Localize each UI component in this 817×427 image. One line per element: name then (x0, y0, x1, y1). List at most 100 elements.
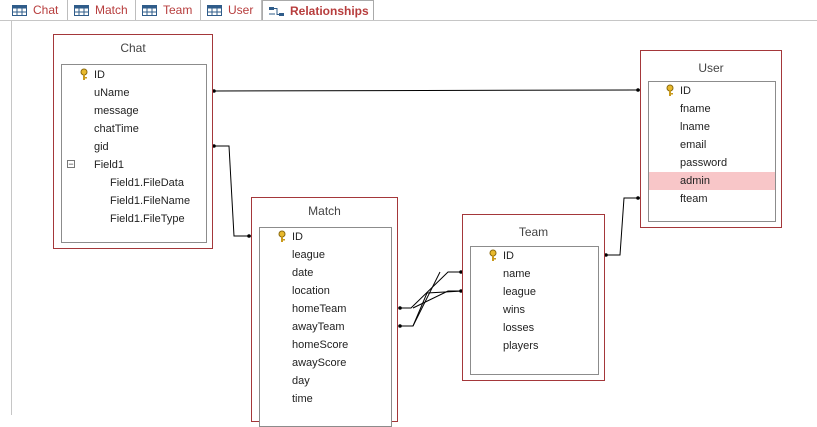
datasheet-icon (142, 4, 157, 16)
datasheet-icon (12, 4, 27, 16)
field-name: homeScore (292, 339, 349, 351)
field-row-selected[interactable]: admin (649, 172, 775, 190)
field-row[interactable]: fteam (649, 190, 775, 208)
field-row[interactable]: message (62, 102, 206, 120)
table-chat[interactable]: Chat ID uName message chatTime gid − Fie… (53, 34, 213, 249)
field-name: fteam (680, 193, 708, 205)
field-row[interactable]: awayScore (260, 354, 391, 372)
table-user[interactable]: User ID fname lname email password admin… (640, 50, 782, 228)
field-name: gid (94, 141, 109, 153)
field-name: losses (503, 322, 535, 334)
field-row[interactable]: lname (649, 118, 775, 136)
field-name: ID (292, 231, 303, 243)
field-name: homeTeam (292, 303, 347, 315)
field-name: date (292, 267, 314, 279)
field-row[interactable]: fname (649, 100, 775, 118)
object-tab-bar: Chat Match Team User Relationships (0, 0, 817, 22)
field-name: chatTime (94, 123, 139, 135)
field-name: awayScore (292, 357, 347, 369)
primary-key-icon (278, 230, 286, 242)
field-row[interactable]: league (260, 246, 391, 264)
field-list[interactable]: ID uName message chatTime gid − Field1 F… (61, 64, 207, 243)
field-list[interactable]: ID fname lname email password admin ftea… (648, 81, 776, 222)
field-list[interactable]: ID league date location homeTeam awayTea… (259, 227, 392, 427)
table-title: Match (308, 204, 341, 218)
datasheet-icon (207, 4, 222, 16)
field-name: awayTeam (292, 321, 345, 333)
table-match[interactable]: Match ID league date location homeTeam a… (251, 197, 398, 427)
field-row[interactable]: ID (62, 66, 206, 84)
field-name: league (503, 286, 537, 298)
relationship-line-cross (412, 290, 463, 309)
tab-match[interactable]: Match (68, 0, 136, 20)
field-name: uName (94, 87, 130, 99)
field-list[interactable]: ID name league wins losses players (470, 246, 599, 375)
field-name: lname (680, 121, 710, 133)
field-row[interactable]: day (260, 372, 391, 390)
join-endpoint (212, 89, 216, 93)
field-row[interactable]: Field1.FileType (62, 210, 206, 228)
field-row[interactable]: − Field1 (62, 156, 206, 174)
join-endpoint (459, 289, 463, 293)
relationship-line-chat-user (212, 89, 641, 92)
field-name: fname (680, 103, 711, 115)
field-row[interactable]: location (260, 282, 391, 300)
tab-relationships[interactable]: Relationships (262, 0, 374, 21)
field-name: players (503, 340, 539, 352)
field-row[interactable]: wins (471, 301, 598, 319)
join-endpoint (247, 234, 251, 238)
field-row[interactable]: time (260, 390, 391, 408)
join-endpoint (212, 144, 216, 148)
field-row[interactable]: name (471, 265, 598, 283)
field-name: day (292, 375, 310, 387)
field-row[interactable]: league (471, 283, 598, 301)
field-row[interactable]: awayTeam (260, 318, 391, 336)
table-team[interactable]: Team ID name league wins losses players (462, 214, 605, 381)
field-row[interactable]: losses (471, 319, 598, 337)
field-name: time (292, 393, 313, 405)
table-title: User (698, 61, 724, 75)
join-endpoint (459, 270, 463, 274)
field-row[interactable]: ID (260, 228, 391, 246)
field-name: location (292, 285, 330, 297)
field-name: Field1.FileName (110, 195, 191, 207)
field-row[interactable]: email (649, 136, 775, 154)
field-name: Field1.FileType (110, 213, 185, 225)
join-endpoint (398, 324, 402, 328)
relationship-line-cross-2 (412, 271, 441, 327)
tab-team[interactable]: Team (136, 0, 201, 20)
field-name: wins (503, 304, 526, 316)
field-row[interactable]: players (471, 337, 598, 355)
primary-key-icon (489, 249, 497, 261)
tab-chat[interactable]: Chat (6, 0, 68, 20)
field-row[interactable]: homeScore (260, 336, 391, 354)
field-name: Field1 (94, 159, 124, 171)
join-endpoint (604, 253, 608, 257)
field-row[interactable]: homeTeam (260, 300, 391, 318)
primary-key-icon (666, 84, 674, 96)
field-row[interactable]: ID (471, 247, 598, 265)
tab-label: Chat (33, 3, 59, 17)
field-row[interactable]: password (649, 154, 775, 172)
field-name: message (94, 105, 139, 117)
field-name: name (503, 268, 531, 280)
field-name: admin (680, 175, 710, 187)
primary-key-icon (80, 68, 88, 80)
field-row[interactable]: date (260, 264, 391, 282)
field-name: email (680, 139, 707, 151)
field-row[interactable]: chatTime (62, 120, 206, 138)
join-endpoint (398, 306, 402, 310)
field-name: ID (503, 250, 514, 262)
relationships-icon (269, 6, 284, 16)
field-name: ID (94, 69, 105, 81)
field-row[interactable]: uName (62, 84, 206, 102)
table-title: Team (518, 225, 549, 239)
tab-user[interactable]: User (201, 0, 262, 20)
field-row[interactable]: Field1.FileName (62, 192, 206, 210)
field-row[interactable]: gid (62, 138, 206, 156)
tab-label: Team (163, 3, 193, 17)
field-row[interactable]: ID (649, 82, 775, 100)
collapse-icon[interactable]: − (67, 159, 75, 169)
field-row[interactable]: Field1.FileData (62, 174, 206, 192)
field-name: Field1.FileData (110, 177, 184, 189)
